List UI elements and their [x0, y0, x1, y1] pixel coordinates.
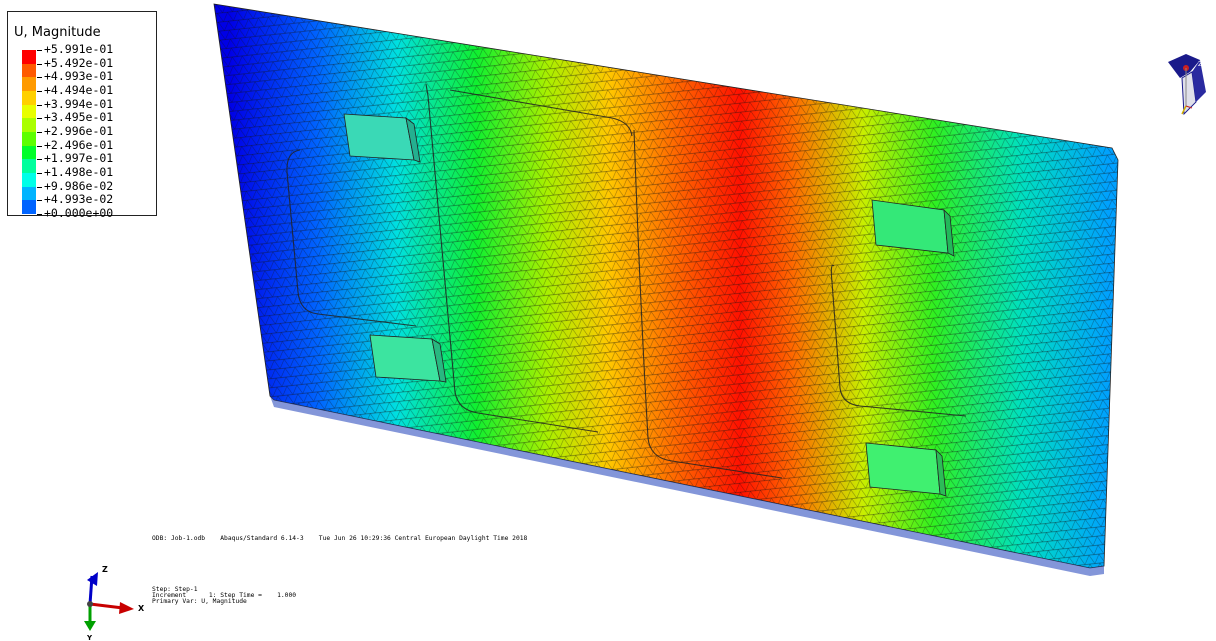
- legend-swatch: [22, 186, 36, 201]
- legend-label: +9.986e-02: [44, 178, 114, 193]
- axis-triad: Z X Y: [84, 565, 145, 641]
- legend-swatch: [22, 50, 36, 65]
- legend-label: +2.496e-01: [44, 137, 114, 152]
- triad-z-label: Z: [102, 565, 108, 574]
- legend-tick: [37, 214, 42, 215]
- legend-label: +5.492e-01: [44, 55, 114, 70]
- legend-swatch: [22, 77, 36, 92]
- legend-label: +0.000e+00: [44, 206, 114, 220]
- legend-label: +4.993e-01: [44, 69, 114, 84]
- legend-label: +2.996e-01: [44, 124, 114, 138]
- legend-tick: [37, 118, 42, 120]
- legend-tick: [37, 63, 42, 65]
- legend-label: +1.997e-01: [44, 151, 114, 166]
- legend-swatch: [22, 159, 36, 174]
- legend-color-bar: [22, 50, 36, 215]
- x-axis-arrow-icon: [119, 602, 134, 614]
- legend-tick: [37, 50, 42, 51]
- legend-tick: [37, 200, 42, 202]
- legend-title: U, Magnitude: [14, 25, 101, 40]
- legend-tick: [37, 173, 42, 174]
- legend-tick: [37, 91, 42, 92]
- triad-y-label: Y: [86, 634, 93, 641]
- legend-label: +3.495e-01: [44, 110, 114, 125]
- legend-swatch: [22, 91, 36, 106]
- view-cube[interactable]: Z: [1162, 52, 1216, 122]
- view-cube-z-label: Z: [1198, 61, 1202, 68]
- legend-swatch: [22, 104, 36, 119]
- legend-tick: [37, 186, 42, 188]
- legend-label: +4.993e-02: [44, 192, 114, 207]
- y-axis-arrow-icon: [84, 621, 96, 631]
- legend-tick: [37, 159, 42, 161]
- plate-edge: [270, 396, 1104, 576]
- legend-swatch: [22, 173, 36, 188]
- legend-swatch: [22, 63, 36, 78]
- z-axis-arrow-icon: [87, 572, 98, 586]
- legend-panel: U, Magnitude +5.991e-01+5.492e-01+4.993e…: [7, 11, 157, 220]
- legend-label: +5.991e-01: [44, 42, 114, 56]
- legend-label: +1.498e-01: [44, 165, 114, 179]
- mesh-overlay: [214, 4, 1118, 568]
- legend-swatch: [22, 145, 36, 160]
- legend-tick: [37, 132, 42, 133]
- legend-tick: [37, 104, 42, 106]
- legend-label: +4.494e-01: [44, 83, 114, 97]
- odb-info-line: ODB: Job-1.odb Abaqus/Standard 6.14-3 Tu…: [152, 535, 528, 542]
- triad-x-label: X: [138, 604, 145, 613]
- legend-label: +3.994e-01: [44, 96, 114, 111]
- increment-line: Increment 1: Step Time = 1.000: [152, 592, 297, 599]
- raised-pads: [343, 113, 955, 497]
- legend-swatch: [22, 200, 36, 215]
- primary-var-line: Primary Var: U, Magnitude: [152, 598, 247, 605]
- panel-outlines: [286, 83, 967, 479]
- legend-tick: [37, 145, 42, 147]
- legend-swatch: [22, 118, 36, 133]
- step-line: Step: Step-1: [152, 586, 198, 593]
- legend-swatch: [22, 132, 36, 147]
- legend-tick: [37, 77, 42, 79]
